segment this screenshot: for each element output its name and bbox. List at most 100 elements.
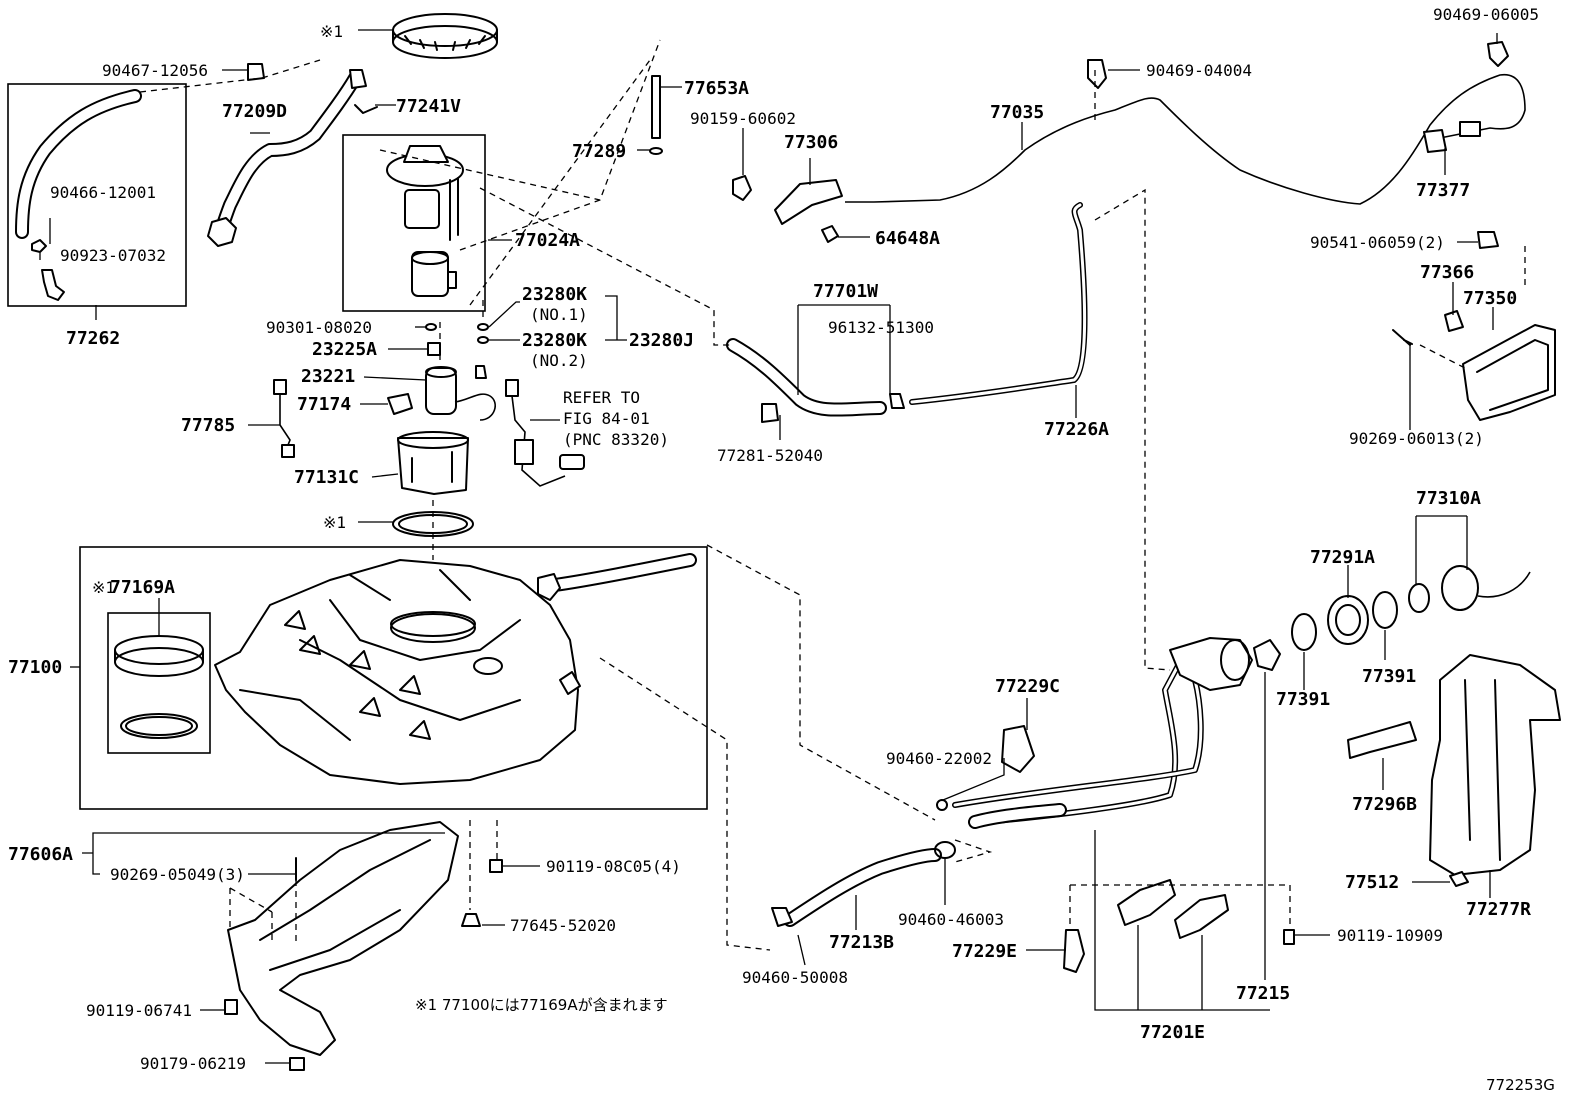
refer-line-2: FIG 84-01	[563, 409, 650, 428]
clamp-90469-04004	[1087, 59, 1107, 89]
fuel-cap-77310A	[1408, 565, 1531, 613]
ring-mark-77169A: ※1	[92, 578, 115, 597]
label-90923-07032: 90923-07032	[60, 246, 166, 265]
label-77291A: 77291A	[1310, 547, 1375, 568]
vent-hose-tank	[537, 553, 697, 601]
label-77306: 77306	[784, 132, 838, 153]
label-77350: 77350	[1463, 288, 1517, 309]
label-90179-06219: 90179-06219	[140, 1054, 246, 1073]
filler-pipe-77201E	[952, 637, 1253, 825]
bracket-77296B	[1347, 721, 1417, 759]
label-77035: 77035	[990, 102, 1044, 123]
label-77391-b: 77391	[1362, 666, 1416, 687]
hose-77209D	[207, 69, 367, 247]
bolt-90119-10909	[1283, 929, 1295, 945]
label-77296B: 77296B	[1352, 794, 1417, 815]
opener-cable-77035	[845, 74, 1526, 205]
label-90159-60602: 90159-60602	[690, 109, 796, 128]
fuel-pump-module	[386, 145, 464, 297]
leader-lines	[39, 29, 1498, 1064]
clamp-90460-22002	[936, 799, 948, 811]
label-90460-22002: 90460-22002	[886, 749, 992, 768]
label-no2: (NO.2)	[530, 351, 588, 370]
label-77100: 77100	[8, 657, 62, 678]
wire-77785	[273, 379, 295, 458]
label-77645-52020: 77645-52020	[510, 916, 616, 935]
clamp-77201E-b	[1174, 894, 1229, 939]
label-77653A: 77653A	[684, 78, 749, 99]
o-ring-23280K-2	[477, 336, 489, 344]
refer-line-3: (PNC 83320)	[563, 430, 669, 449]
label-90541-06059: 90541-06059(2)	[1310, 233, 1445, 252]
gasket-77391-b	[1372, 591, 1398, 629]
label-23221: 23221	[301, 366, 355, 387]
fuel-tank-box-77100	[79, 546, 708, 810]
dashed-reference-lines	[139, 39, 1526, 951]
label-77226A: 77226A	[1044, 419, 1109, 440]
fuel-pump-box-77024A	[342, 134, 486, 312]
part-labels: 90467-12056 ※1 77209D 90466-12001 90923-…	[8, 5, 1555, 1094]
label-90460-46003: 90460-46003	[898, 910, 1004, 929]
label-96132-51300: 96132-51300	[828, 318, 934, 337]
label-90460-50008: 90460-50008	[742, 968, 848, 987]
label-77262: 77262	[66, 328, 120, 349]
label-77281-52040: 77281-52040	[717, 446, 823, 465]
label-77131C: 77131C	[294, 467, 359, 488]
label-90301-08020: 90301-08020	[266, 318, 372, 337]
label-77606A: 77606A	[8, 844, 73, 865]
bracket-77229C	[1001, 725, 1035, 773]
label-77366: 77366	[1420, 262, 1474, 283]
clamp-90460-50008	[771, 907, 793, 927]
clip-77241V	[354, 104, 378, 114]
filler-protector-77277R	[1429, 654, 1561, 876]
bracket-77174	[387, 393, 413, 415]
label-77289: 77289	[572, 141, 626, 162]
gasket-90301	[425, 323, 437, 331]
label-90119-10909: 90119-10909	[1337, 926, 1443, 945]
tube-77226A	[909, 202, 1088, 405]
label-77512: 77512	[1345, 872, 1399, 893]
label-77277R: 77277R	[1466, 899, 1531, 920]
label-90467-12056: 90467-12056	[102, 61, 208, 80]
label-23225A: 23225A	[312, 339, 377, 360]
fuel-tank-77100	[214, 559, 581, 785]
bracket-77229E	[1063, 929, 1085, 973]
label-23280K-1: 23280K	[522, 284, 587, 305]
fuel-lid-77350	[1392, 231, 1556, 421]
clamp-77201E-a	[1117, 879, 1176, 926]
footnote-jp: ※1 77100には77169Aが含まれます	[415, 996, 668, 1014]
label-90269-06013: 90269-06013(2)	[1349, 429, 1484, 448]
label-77201E: 77201E	[1140, 1022, 1205, 1043]
breather-hose-77262	[15, 89, 142, 301]
label-23280J: 23280J	[629, 330, 694, 351]
tube-77653A	[651, 75, 661, 139]
gasket-77391-a	[1291, 613, 1317, 651]
label-77229E: 77229E	[952, 941, 1017, 962]
retainer-77215	[1253, 639, 1281, 671]
label-77169A: 77169A	[110, 577, 175, 598]
label-no1: (NO.1)	[530, 305, 588, 324]
hose-77213B	[783, 803, 1067, 927]
label-77701W: 77701W	[813, 281, 878, 302]
o-ring-23280K-1	[477, 323, 489, 331]
tank-protector-77606A	[227, 821, 459, 1056]
label-77229C: 77229C	[995, 676, 1060, 697]
label-77215: 77215	[1236, 983, 1290, 1004]
label-90269-05049: 90269-05049(3)	[110, 865, 245, 884]
label-77209D: 77209D	[222, 101, 287, 122]
cable-end-77377	[1423, 121, 1481, 153]
label-77241V: 77241V	[396, 96, 461, 117]
retainer-ring-top	[392, 13, 498, 59]
clip-77512	[1449, 871, 1469, 887]
protector-bolts	[224, 857, 503, 1071]
clamp-90469-06005	[1487, 41, 1509, 67]
spacer-23225A	[427, 342, 441, 356]
label-90119-08C05: 90119-08C05(4)	[546, 857, 681, 876]
breather-hose-77701W	[726, 338, 905, 423]
fuel-sender-gauge	[505, 379, 585, 487]
label-64648A: 64648A	[875, 228, 940, 249]
label-77377: 77377	[1416, 180, 1470, 201]
label-77024A: 77024A	[515, 230, 580, 251]
label-77785: 77785	[181, 415, 235, 436]
